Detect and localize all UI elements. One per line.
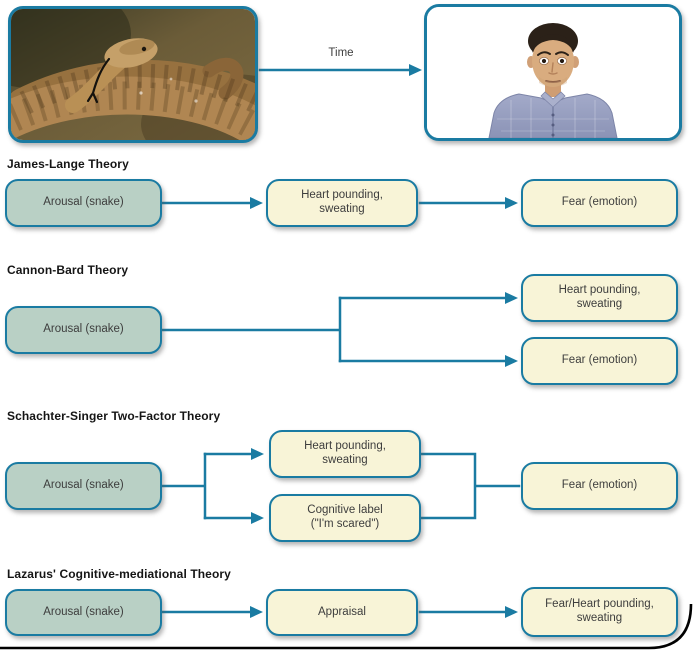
box-emotion-schachter-singer: Fear (emotion) — [521, 462, 678, 510]
box-cognitive-label-schachter-singer: Cognitive label ("I'm scared") — [269, 494, 421, 542]
section-title-cannon-bard: Cannon-Bard Theory — [7, 263, 129, 277]
section-title-lazarus: Lazarus' Cognitive-mediational Theory — [7, 567, 231, 581]
box-arousal-cannon-bard: Arousal (snake) — [5, 306, 162, 354]
box-emotion-cannon-bard: Fear (emotion) — [521, 337, 678, 385]
box-response-james-lange: Heart pounding, sweating — [266, 179, 418, 227]
box-response-cannon-bard: Heart pounding, sweating — [521, 274, 678, 322]
box-appraisal-lazarus: Appraisal — [266, 589, 418, 636]
box-response-schachter-singer: Heart pounding, sweating — [269, 430, 421, 478]
snake-photo — [8, 6, 258, 143]
box-emotion-james-lange: Fear (emotion) — [521, 179, 678, 227]
startled-man-illustration — [427, 7, 679, 138]
box-arousal-james-lange: Arousal (snake) — [5, 179, 162, 227]
box-arousal-schachter-singer: Arousal (snake) — [5, 462, 162, 510]
time-label: Time — [328, 47, 354, 59]
rattlesnake-illustration — [11, 9, 255, 140]
man-photo — [424, 4, 682, 141]
section-title-james-lange: James-Lange Theory — [7, 157, 129, 171]
box-arousal-lazarus: Arousal (snake) — [5, 589, 162, 636]
section-title-schachter-singer: Schachter-Singer Two-Factor Theory — [7, 409, 221, 423]
box-emotion-lazarus: Fear/Heart pounding, sweating — [521, 587, 678, 637]
